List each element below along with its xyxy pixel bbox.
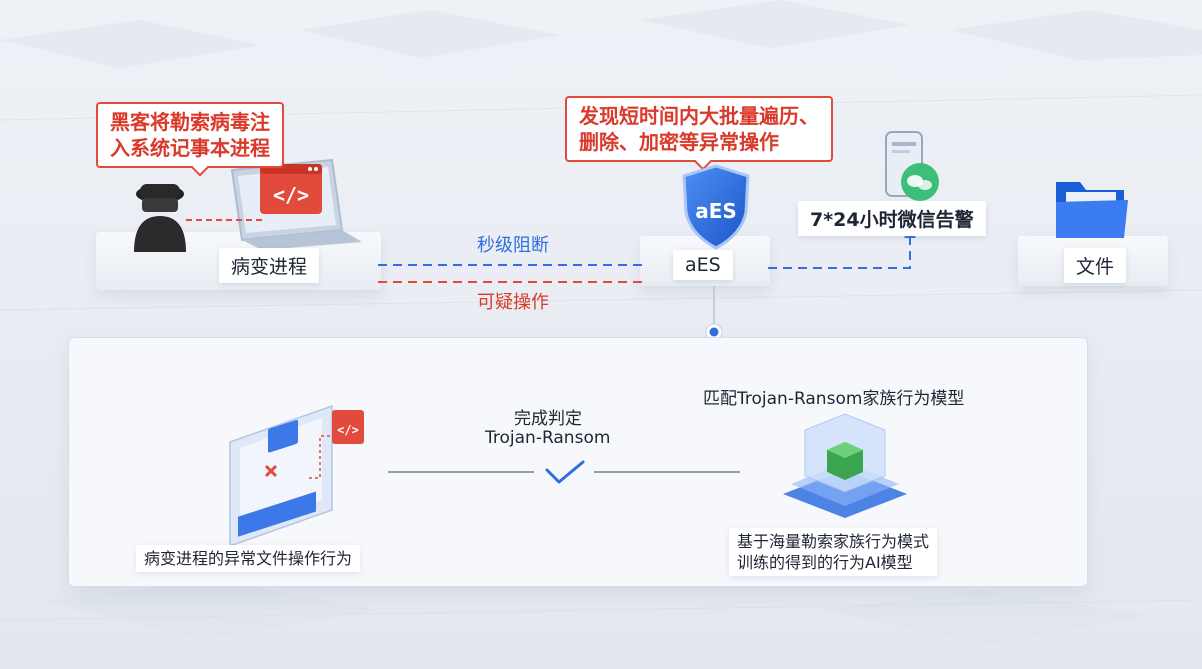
suspicious-flow-line	[378, 281, 646, 283]
hacker-callout: 黑客将勒索病毒注 入系统记事本进程	[96, 102, 284, 177]
hacker-callout-line1: 黑客将勒索病毒注	[110, 110, 270, 134]
verdict-line2: Trojan-Ransom	[485, 428, 611, 448]
block-flow-label: 秒级阻断	[477, 235, 549, 256]
verdict-divider	[388, 471, 740, 473]
aes-label: aES	[673, 250, 733, 280]
detect-callout: 发现短时间内大批量遍历、 删除、加密等异常操作	[565, 96, 833, 171]
ai-model-cube-icon	[783, 413, 907, 518]
model-label-line1: 基于海量勒索家族行为模式	[737, 532, 930, 551]
shield-text: aES	[695, 199, 737, 223]
process-label: 病变进程	[219, 248, 320, 283]
file-label: 文件	[1064, 248, 1127, 283]
model-label-line2: 训练的得到的行为AI模型	[737, 553, 913, 572]
checkmark-icon	[545, 460, 585, 484]
match-title: 匹配Trojan-Ransom家族行为模型	[703, 389, 965, 409]
code-window-icon: </>	[260, 164, 322, 214]
hacker-callout-line2: 入系统记事本进程	[110, 136, 270, 160]
block-flow-line	[378, 264, 646, 266]
detect-callout-line2: 删除、加密等异常操作	[579, 130, 779, 154]
model-label: 基于海量勒索家族行为模式 训练的得到的行为AI模型	[729, 528, 938, 576]
file-operation-icon: </>	[229, 404, 364, 548]
behavior-label: 病变进程的异常文件操作行为	[136, 545, 361, 572]
verdict-line1: 完成判定	[514, 409, 582, 429]
hacker-inject-line	[186, 219, 264, 221]
shield-icon: aES	[682, 164, 750, 250]
detect-callout-line1: 发现短时间内大批量遍历、	[579, 104, 819, 128]
alert-label: 7*24小时微信告警	[798, 201, 986, 236]
svg-text:</>: </>	[337, 423, 359, 437]
wechat-icon	[901, 163, 939, 201]
svg-text:</>: </>	[273, 183, 309, 207]
hacker-icon	[134, 184, 186, 252]
folder-icon	[1056, 182, 1128, 238]
panel-connector	[705, 286, 723, 341]
suspicious-flow-label: 可疑操作	[477, 292, 549, 313]
